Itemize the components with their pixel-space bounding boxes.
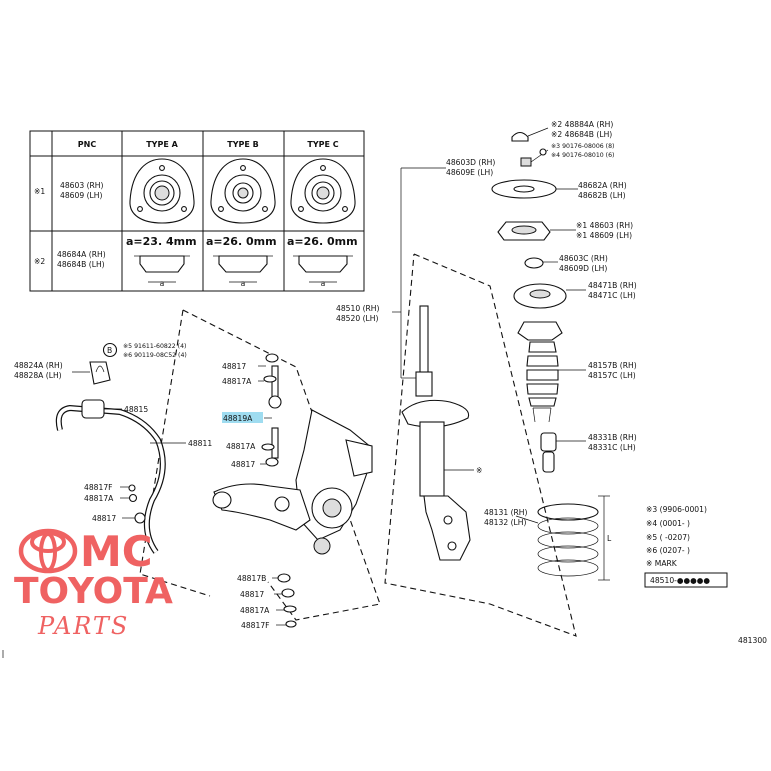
detail-b-letter: B (107, 346, 112, 355)
legend-row-3: ※3 (9906-0001) (646, 505, 707, 514)
logo-toyota: TOYOTA (14, 571, 173, 612)
label-48510: 48510 (RH) (336, 304, 380, 313)
callout-labels: ※2 48884A (RH) ※2 48684B (LH) ※3 90176-0… (14, 120, 637, 630)
label-90119: ※6 90119-08C52 (4) (123, 352, 187, 359)
label-48609e: 48609E (LH) (446, 168, 493, 177)
logo-mc: MC (80, 527, 153, 576)
svg-text:a: a (160, 279, 165, 288)
stabilizer-bar-part: B (55, 342, 186, 554)
bellows-boot-part (526, 341, 559, 407)
legend-row-6: ※6 (0207- ) (646, 546, 690, 555)
dust-cap-part (511, 131, 529, 142)
figure-number: 481300 (738, 636, 767, 645)
label-48603: ※1 48603 (RH) (576, 221, 633, 230)
bushing-part (524, 257, 544, 269)
link-rod-part (258, 353, 297, 628)
label-91611: ※5 91611-60822 (4) (123, 343, 186, 350)
row1-pnc-rh: 48603 (RH) (60, 181, 104, 190)
label-48817-low: 48817 (240, 590, 264, 599)
label-48682b: 48682B (LH) (578, 191, 626, 200)
label-48817-left: 48817 (92, 514, 116, 523)
cap-section-a-drawing: a (134, 255, 190, 288)
label-48817-top: 48817 (222, 362, 246, 371)
label-48471c: 48471C (LH) (588, 291, 636, 300)
svg-text:a: a (241, 279, 246, 288)
label-90176-08010: ※4 90176-08010 (6) (551, 152, 614, 159)
table-header-type-c: TYPE C (307, 140, 338, 149)
label-48817a-top: 48817A (222, 377, 252, 386)
label-90176-08006: ※3 90176-08006 (8) (551, 143, 614, 150)
label-48817f-left: 48817F (84, 483, 113, 492)
table-header-type-a: TYPE A (146, 140, 178, 149)
label-48817a-left: 48817A (84, 494, 114, 503)
label-48471b: 48471B (RH) (588, 281, 637, 290)
label-48811: 48811 (188, 439, 212, 448)
label-48157b: 48157B (RH) (588, 361, 637, 370)
label-48817a-mid: 48817A (226, 442, 256, 451)
label-48682a: 48682A (RH) (578, 181, 627, 190)
label-48603d: 48603D (RH) (446, 158, 495, 167)
legend-mark: ※ MARK (646, 559, 678, 568)
legend-row-5: ※5 ( -0207) (646, 533, 690, 542)
dim-type-c: a=26. 0mm (287, 235, 358, 248)
bolt-part (539, 148, 547, 156)
label-48520: 48520 (LH) (336, 314, 378, 323)
type-table: PNC TYPE A TYPE B TYPE C ※1 48603 (RH) 4… (29, 130, 365, 292)
cap-section-b-drawing: a (213, 255, 273, 288)
row2-pnc-rh: 48684A (RH) (57, 250, 106, 259)
spring-length-label: L (607, 534, 612, 543)
label-48817a-low: 48817A (240, 606, 270, 615)
label-48817f-low: 48817F (241, 621, 270, 630)
table-header-type-b: TYPE B (227, 140, 258, 149)
highlight-48819a (222, 412, 263, 423)
strut-upper-parts: L (491, 127, 612, 581)
label-48817b: 48817B (237, 574, 266, 583)
coil-spring-part (537, 503, 599, 577)
label-48609d: 48609D (LH) (559, 264, 607, 273)
label-48819a: 48819A (223, 414, 253, 423)
label-48815: 48815 (124, 405, 148, 414)
row2-pnc-lh: 48684B (LH) (57, 260, 105, 269)
mount-type-c-drawing (290, 158, 356, 224)
row1-mark: ※1 (34, 187, 45, 196)
dim-type-b: a=26. 0mm (206, 235, 277, 248)
label-48331b: 48331B (RH) (588, 433, 637, 442)
toyota-emblem-icon (18, 528, 78, 574)
legend-row-4: ※4 (0001- ) (646, 519, 690, 528)
cap-section-c-drawing: a (293, 255, 353, 288)
label-48603c: 48603C (RH) (559, 254, 608, 263)
label-48157c: 48157C (LH) (588, 371, 636, 380)
table-header-pnc: PNC (78, 140, 97, 149)
shock-absorber-part (401, 305, 474, 561)
row1-pnc-lh: 48609 (LH) (60, 191, 102, 200)
legend-bottom: 48510-●●●●● (650, 576, 710, 585)
logo-parts: PARTS (37, 612, 129, 640)
label-48817-mid: 48817 (231, 460, 255, 469)
omc-toyota-parts-logo: MC TOYOTA PARTS (14, 527, 173, 640)
label-48684b: ※2 48684B (LH) (551, 130, 612, 139)
label-48828a: 48828A (LH) (14, 371, 62, 380)
shock-star-mark: ※ (476, 466, 482, 475)
svg-text:a: a (321, 279, 326, 288)
row2-mark: ※2 (34, 257, 45, 266)
lower-arm-part (212, 483, 311, 531)
label-48884: ※2 48884A (RH) (551, 120, 613, 129)
dim-type-a: a=23. 4mm (126, 235, 197, 248)
label-48331c: 48331C (LH) (588, 443, 636, 452)
mount-type-b-drawing (210, 158, 276, 224)
mount-type-a-drawing (129, 158, 195, 224)
applicability-legend: ※3 (9906-0001) ※4 (0001- ) ※5 ( -0207) ※… (644, 505, 728, 588)
spring-insulator-part (517, 321, 563, 341)
label-48824a: 48824A (RH) (14, 361, 63, 370)
bump-stopper-part (540, 432, 557, 452)
label-48609: ※1 48609 (LH) (576, 231, 632, 240)
nut-part (520, 157, 532, 167)
label-48132: 48132 (LH) (484, 518, 526, 527)
label-48131: 48131 (RH) (484, 508, 528, 517)
steering-knuckle-part (295, 409, 373, 555)
